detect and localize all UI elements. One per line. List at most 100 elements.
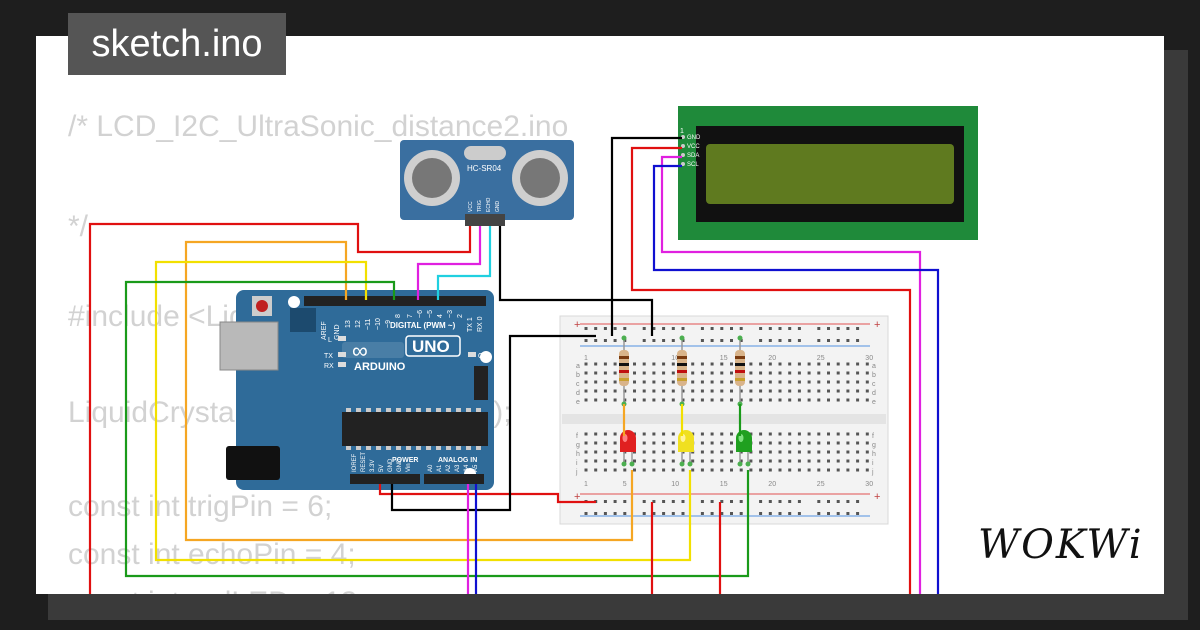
rail-hole (642, 500, 646, 503)
rail-hole (652, 327, 656, 330)
bb-contact (745, 461, 751, 467)
rail-hole (720, 512, 724, 515)
chip-pin (396, 446, 401, 450)
hole (594, 398, 598, 402)
analog-header (424, 474, 484, 484)
chip-pin (436, 446, 441, 450)
led[interactable] (736, 430, 752, 452)
logo-bg (342, 342, 404, 358)
row-label: i (872, 460, 874, 467)
rail-hole (846, 327, 850, 330)
row-label: j (871, 469, 874, 476)
hole (768, 450, 772, 454)
reset-button[interactable] (256, 300, 268, 312)
hole (846, 441, 850, 445)
row-label: h (872, 451, 876, 458)
rail-hole (662, 512, 666, 515)
power-header (350, 474, 420, 484)
rail-hole (817, 512, 821, 515)
rail-hole (681, 500, 685, 503)
rail-hole (856, 500, 860, 503)
rail-hole (594, 512, 598, 515)
lcd-pin-label: SDA (687, 153, 699, 159)
analog-pin-label: A2 (446, 464, 452, 472)
arduino-uno[interactable]: ∞ UNO ARDUINO DIGITAL (PWM ~) POWER ANAL… (219, 290, 494, 490)
chip-pin (446, 446, 451, 450)
hole (865, 398, 869, 402)
analog-pin-label: A5 (473, 464, 479, 472)
hole (633, 389, 636, 393)
hole (788, 441, 792, 445)
rail-hole (594, 327, 598, 330)
hole (681, 468, 685, 472)
sensor-pin-label: VCC (468, 201, 474, 212)
code-line: const int trigPin = 6; (68, 490, 332, 523)
hole (836, 459, 840, 463)
rail-hole (739, 327, 743, 330)
hole (613, 398, 617, 402)
power-pin-label: 3.3V (370, 460, 376, 472)
hole (691, 380, 695, 384)
hole (778, 468, 782, 472)
led[interactable] (678, 430, 694, 452)
row-label: a (576, 363, 580, 370)
hole (652, 362, 656, 366)
rail-hole (768, 339, 772, 342)
hole (613, 389, 617, 393)
led[interactable] (620, 430, 636, 452)
hole (846, 432, 850, 436)
hole (594, 459, 598, 463)
aref-label: AREF (321, 321, 328, 340)
hole (817, 389, 821, 393)
pin11-label: ~11 (365, 319, 372, 330)
analog-header-label: ANALOG IN (438, 457, 477, 464)
rail-hole (817, 327, 821, 330)
hole (836, 362, 840, 366)
rail-hole (759, 339, 763, 342)
hole (594, 441, 598, 445)
rail-hole (623, 327, 627, 330)
hole (691, 398, 695, 402)
rail-hole (584, 327, 588, 330)
rail-hole (836, 512, 840, 515)
hole (671, 450, 675, 454)
hole (652, 468, 656, 472)
hole (633, 380, 636, 384)
hole (652, 380, 656, 384)
hole (710, 468, 714, 472)
row-label: c (576, 381, 580, 388)
bb-contact (629, 461, 635, 467)
analog-pin-label: A0 (428, 464, 434, 472)
row-label: f (872, 433, 874, 440)
center-channel (562, 414, 886, 424)
rail-hole (623, 500, 627, 503)
hole (642, 371, 646, 375)
hole (700, 398, 704, 402)
power-pin-label: 5V (379, 465, 385, 472)
hole (613, 459, 617, 463)
hole (788, 362, 792, 366)
row-label: i (576, 460, 578, 467)
row-label: d (872, 390, 876, 397)
hole (778, 362, 782, 366)
hole (730, 380, 733, 384)
lcd-pin-one-label: 1 (680, 128, 684, 135)
rail-hole (720, 327, 724, 330)
hole (739, 468, 743, 472)
hole (827, 459, 830, 463)
resistors (619, 335, 745, 407)
file-tab[interactable]: sketch.ino (68, 13, 286, 75)
hole (584, 432, 588, 436)
col-label: 1 (584, 481, 588, 488)
hole (584, 468, 588, 472)
hole (865, 380, 869, 384)
rail-hole (856, 512, 860, 515)
usb-port (219, 321, 279, 371)
rail-hole (662, 327, 666, 330)
hole (642, 450, 646, 454)
hole (633, 468, 636, 472)
wire-lcd-sda (660, 155, 922, 594)
